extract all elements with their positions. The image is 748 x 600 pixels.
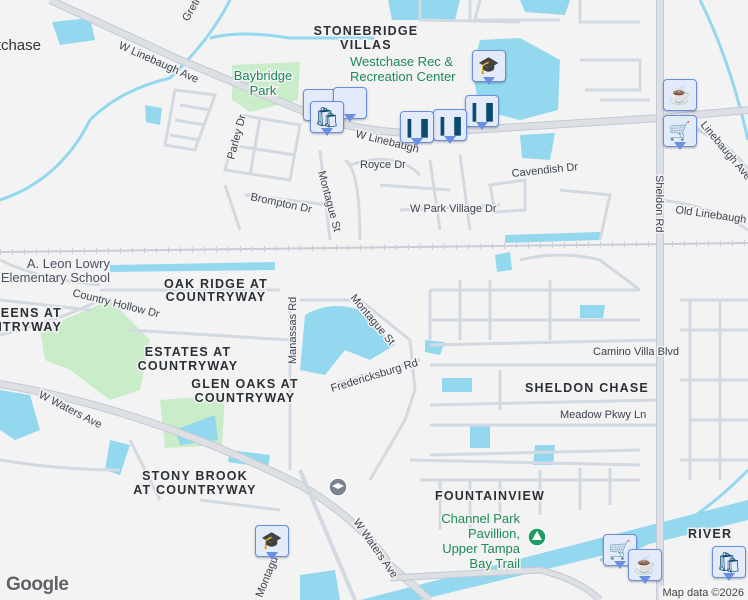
coffee-icon: ☕ [633, 554, 657, 575]
marker-shopping-cart[interactable]: 🛒 [663, 115, 697, 153]
map-attribution[interactable]: Map data ©2026 [658, 586, 748, 600]
street-w-waters-ave-2: W Waters Ave [351, 517, 400, 580]
restaurant-icon: ❙❚ [401, 116, 433, 137]
minor-roads [0, 0, 748, 530]
shopping-bag-icon: 🛍 [716, 551, 742, 574]
neighborhood-oak-ridge-l2: COUNTRYWAY [166, 290, 267, 304]
marker-shopping-front[interactable]: 🛍 [310, 101, 344, 139]
shopping-cart-icon: 🛒 [608, 539, 632, 560]
neighborhood-estates-l1: ESTATES AT [145, 345, 232, 359]
school-icon: 🎓 [478, 56, 500, 75]
neighborhood-stony-brook-l1: STONY BROOK [142, 469, 248, 483]
neighborhood-river: RIVER [688, 527, 732, 541]
street-manassas-rd: Manassas Rd [287, 297, 299, 364]
school-label-l1[interactable]: A. Leon Lowry [25, 255, 112, 273]
shopping-cart-icon: 🛒 [668, 120, 692, 141]
rec-center-l1[interactable]: Westchase Rec & [349, 53, 455, 71]
marker-coffee[interactable]: ☕ [628, 549, 662, 587]
street-gretna: Gretna [180, 0, 208, 24]
restaurant-icon: ❙❚ [434, 114, 466, 135]
street-fredericksburg-rd: Fredericksburg Rd [329, 357, 419, 395]
school-icon: 🎓 [261, 531, 283, 550]
street-cavendish-dr: Cavendish Dr [511, 161, 579, 180]
baybridge-park-l1[interactable]: Baybridge [232, 67, 294, 85]
restaurant-icon: ❙❚ [466, 100, 498, 121]
neighborhood-glen-oaks-l1: GLEN OAKS AT [191, 377, 298, 391]
marker-shopping[interactable]: 🛍 [712, 546, 746, 584]
neighborhood-stony-brook-l2: AT COUNTRYWAY [133, 483, 256, 497]
channel-park-l2[interactable]: Pavillion, [466, 525, 521, 543]
marker-restaurant[interactable]: ❙❚ [433, 109, 467, 147]
neighborhood-oak-ridge-l1: OAK RIDGE AT [164, 277, 268, 291]
neighborhood-greens-l2: COUNTRYWAY [0, 320, 62, 334]
street-camino-villa-blvd: Camino Villa Blvd [593, 346, 679, 358]
marker-restaurant[interactable]: ❙❚ [400, 111, 434, 149]
coffee-icon: ☕ [668, 84, 692, 105]
neighborhood-stonebridge-l1: STONEBRIDGE [314, 24, 419, 38]
street-linebaugh-ave-right: Linebaugh Ave [698, 119, 748, 182]
rec-center-l2[interactable]: Recreation Center [349, 68, 458, 86]
shopping-bag-icon: 🛍 [314, 106, 340, 129]
street-brompton-dr: Brompton Dr [249, 191, 313, 216]
park-poi-icon[interactable] [527, 527, 547, 547]
neighborhood-sheldon-chase: SHELDON CHASE [525, 381, 649, 395]
neighborhood-estates-l2: COUNTRYWAY [138, 359, 239, 373]
channel-park-l4[interactable]: Bay Trail [468, 555, 522, 573]
marker-coffee[interactable]: ☕ [663, 79, 697, 117]
channel-park-l3[interactable]: Upper Tampa [441, 540, 523, 558]
street-montague-st-1: Montague St [315, 170, 343, 233]
channel-park-l1[interactable]: Channel Park [440, 510, 522, 528]
street-sheldon-rd: Sheldon Rd [653, 175, 665, 233]
baybridge-park-l2[interactable]: Park [248, 82, 278, 100]
school-label-l2[interactable]: Elementary School [0, 269, 112, 287]
street-royce-dr: Royce Dr [360, 159, 406, 171]
street-meadow-pkwy-ln: Meadow Pkwy Ln [560, 409, 646, 421]
marker-school[interactable]: 🎓 [472, 50, 506, 88]
neighborhood-greens-l1: GREENS AT [0, 306, 62, 320]
railroad [0, 240, 748, 255]
school-poi-icon[interactable] [328, 477, 348, 497]
google-logo: Google [6, 574, 69, 595]
neighborhood-fountainview: FOUNTAINVIEW [435, 489, 545, 503]
marker-school[interactable]: 🎓 [255, 525, 289, 563]
marker-restaurant[interactable]: ❙❚ [465, 95, 499, 133]
street-parley-dr: Parley Dr [225, 113, 249, 161]
neighborhood-glen-oaks-l2: COUNTRYWAY [195, 391, 296, 405]
neighborhood-stonebridge-l2: VILLAS [340, 38, 392, 52]
street-old-linebaugh: Old Linebaugh Ave [675, 204, 748, 229]
street-w-park-village-dr: W Park Village Dr [410, 203, 497, 215]
place-westchase: Westchase [0, 37, 41, 54]
